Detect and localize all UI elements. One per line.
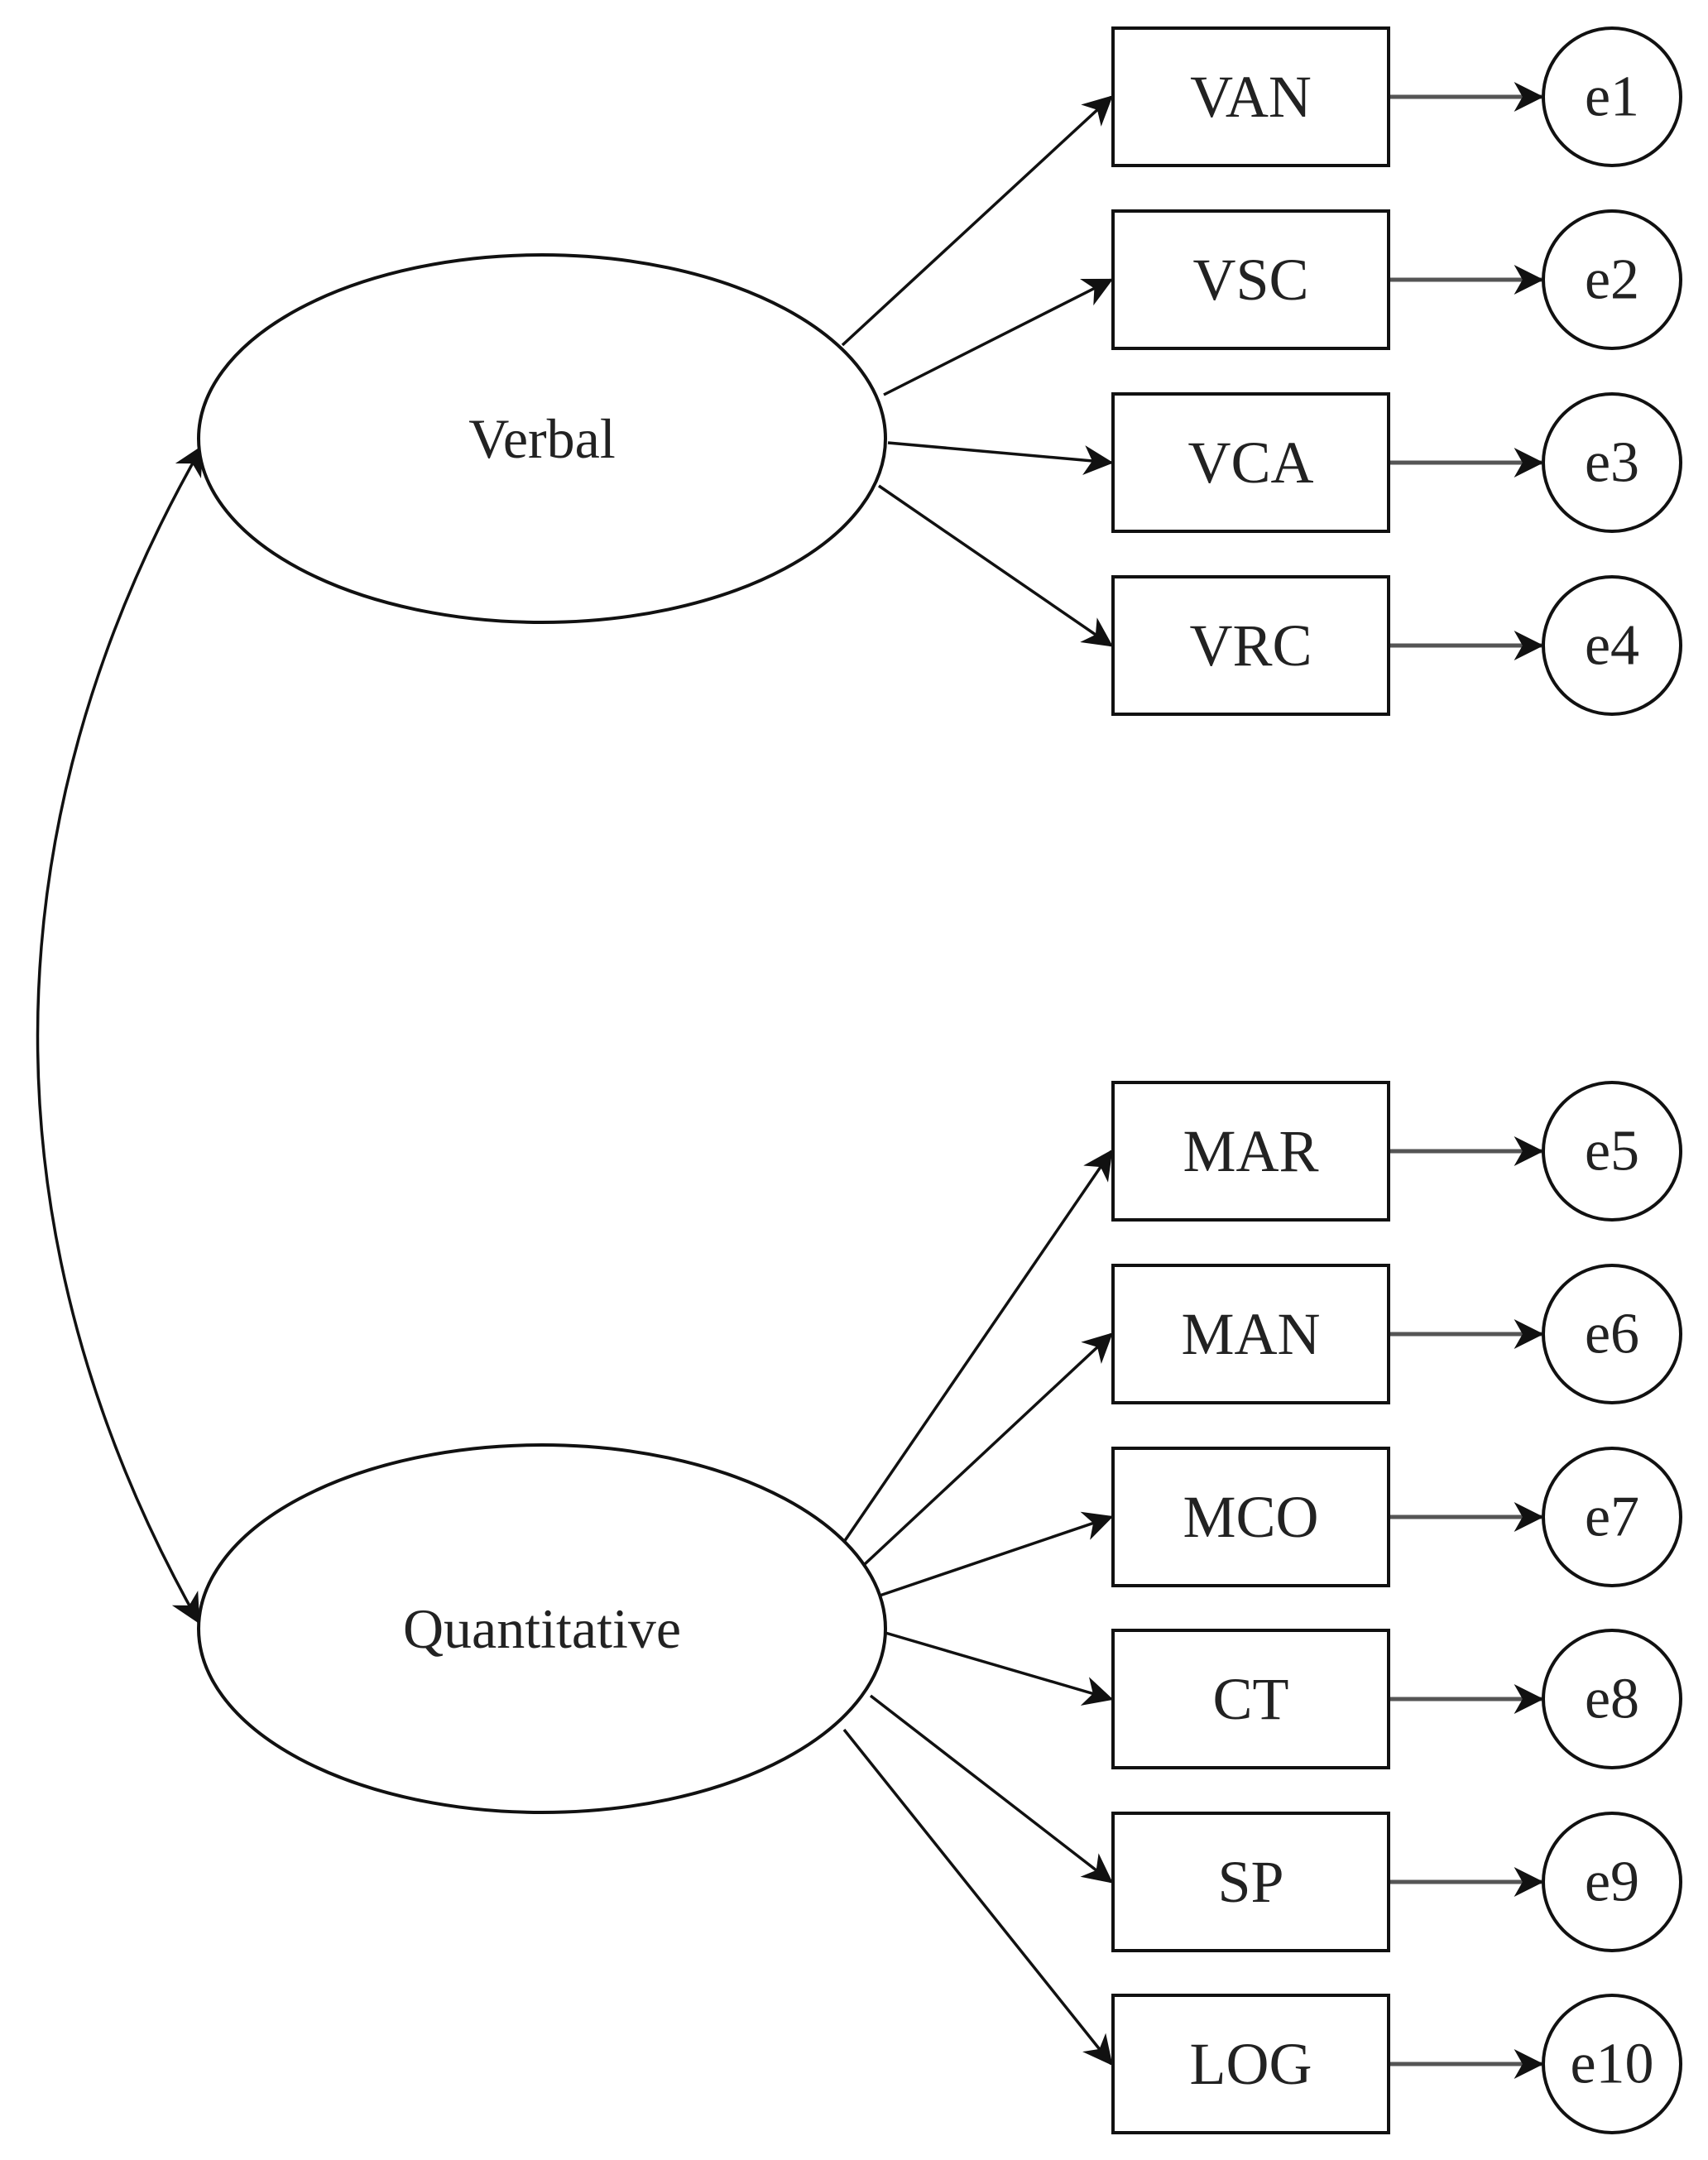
indicator-box — [1111, 1812, 1390, 1952]
indicator-label: LOG — [1190, 2031, 1312, 2097]
indicator-box — [1111, 1264, 1390, 1404]
error-circle — [1542, 392, 1682, 533]
indicator-label: VCA — [1187, 430, 1313, 496]
error-e9: e9 — [1542, 1812, 1682, 1952]
loading-arrow-log — [842, 1728, 1113, 2066]
indicator-box — [1111, 209, 1390, 350]
latent-label: Verbal — [468, 407, 615, 470]
loading-arrow-mco — [879, 1511, 1114, 1597]
indicator-label: VSC — [1192, 247, 1308, 313]
indicator-label: MAN — [1181, 1301, 1320, 1367]
indicator-vsc: VSC — [1111, 209, 1390, 350]
indicator-label: MCO — [1183, 1484, 1318, 1550]
error-label: e6 — [1585, 1303, 1639, 1366]
indicator-label: SP — [1217, 1849, 1283, 1915]
loading-arrow-sp — [869, 1694, 1114, 1884]
loading-arrow-vrc — [878, 484, 1114, 647]
loading-arrow-vsc — [883, 278, 1114, 396]
error-e7: e7 — [1542, 1447, 1682, 1587]
error-label: e7 — [1585, 1486, 1639, 1549]
indicator-box — [1111, 26, 1390, 167]
error-label: e4 — [1585, 614, 1639, 678]
error-label: e3 — [1585, 431, 1639, 495]
indicator-box — [1111, 1447, 1390, 1587]
error-circle — [1542, 1264, 1682, 1404]
latent-quantitative: Quantitative — [197, 1443, 887, 1814]
error-circle — [1542, 1447, 1682, 1587]
loading-arrow-vca — [887, 441, 1114, 475]
latent-ellipse — [197, 253, 887, 624]
error-circle — [1542, 1994, 1682, 2134]
latent-ellipse — [197, 1443, 887, 1814]
edges-layer — [36, 82, 1544, 2079]
error-e5: e5 — [1542, 1081, 1682, 1222]
indicator-label: VAN — [1190, 64, 1312, 130]
error-label: e8 — [1585, 1668, 1639, 1731]
error-e3: e3 — [1542, 392, 1682, 533]
indicator-box — [1111, 1629, 1390, 1769]
latent-verbal: Verbal — [197, 253, 887, 624]
error-e10: e10 — [1542, 1994, 1682, 2134]
indicator-mco: MCO — [1111, 1447, 1390, 1587]
loading-arrow-van — [841, 95, 1113, 347]
loading-arrow-mar — [842, 1149, 1113, 1543]
error-circle — [1542, 1081, 1682, 1222]
error-circle — [1542, 1812, 1682, 1952]
indicator-box — [1111, 392, 1390, 533]
indicator-label: CT — [1212, 1666, 1288, 1732]
error-label: e9 — [1585, 1850, 1639, 1914]
indicator-vrc: VRC — [1111, 575, 1390, 716]
error-circle — [1542, 26, 1682, 167]
indicator-log: LOG — [1111, 1994, 1390, 2134]
indicator-van: VAN — [1111, 26, 1390, 167]
indicator-box — [1111, 1994, 1390, 2134]
indicator-ct: CT — [1111, 1629, 1390, 1769]
indicator-sp: SP — [1111, 1812, 1390, 1952]
error-circle — [1542, 1629, 1682, 1769]
error-circle — [1542, 575, 1682, 716]
indicator-box — [1111, 575, 1390, 716]
error-label: e10 — [1570, 2033, 1653, 2096]
indicator-label: VRC — [1189, 612, 1312, 679]
error-e1: e1 — [1542, 26, 1682, 167]
error-label: e2 — [1585, 248, 1639, 312]
indicator-man: MAN — [1111, 1264, 1390, 1404]
indicator-label: MAR — [1183, 1118, 1318, 1184]
error-e2: e2 — [1542, 209, 1682, 350]
error-label: e5 — [1585, 1120, 1639, 1183]
indicator-mar: MAR — [1111, 1081, 1390, 1222]
indicator-box — [1111, 1081, 1390, 1222]
correlation-arrow — [36, 444, 204, 1625]
indicator-vca: VCA — [1111, 392, 1390, 533]
latent-label: Quantitative — [403, 1597, 681, 1660]
error-e6: e6 — [1542, 1264, 1682, 1404]
loading-arrow-ct — [885, 1631, 1114, 1706]
error-label: e1 — [1585, 65, 1639, 129]
loading-arrow-man — [863, 1332, 1113, 1566]
error-e4: e4 — [1542, 575, 1682, 716]
error-circle — [1542, 209, 1682, 350]
error-e8: e8 — [1542, 1629, 1682, 1769]
